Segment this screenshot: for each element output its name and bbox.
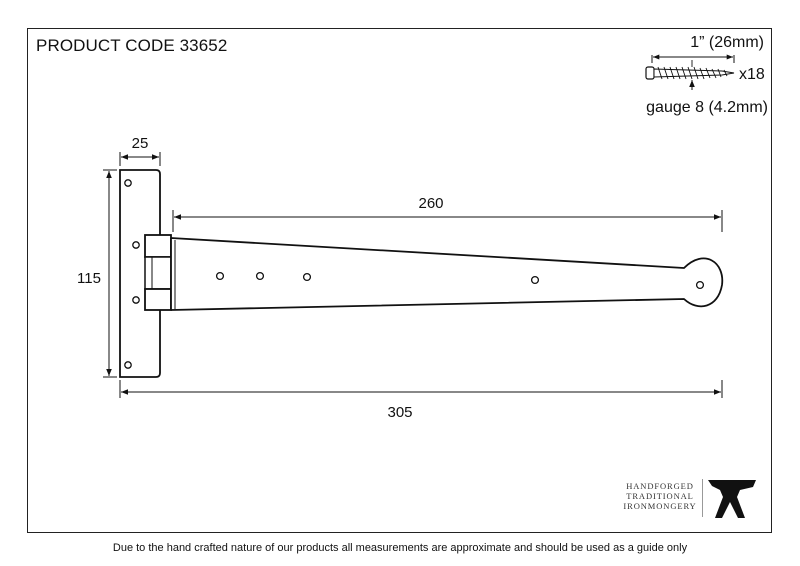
- screw-hole: [215, 271, 225, 281]
- disclaimer-text: Due to the hand crafted nature of our pr…: [112, 542, 688, 554]
- screw-hole: [695, 280, 705, 290]
- drawing-frame: [27, 28, 772, 533]
- dimension-label: 305: [387, 404, 412, 421]
- product-code-label: PRODUCT CODE 33652: [36, 36, 228, 55]
- screw-icon: [645, 60, 735, 90]
- brand-wordmark: HANDFORGED TRADITIONAL IRONMONGERY: [620, 481, 700, 511]
- hinge-plate: [119, 169, 161, 378]
- screw-quantity-label: x18: [739, 66, 765, 83]
- screw-hole: [255, 271, 265, 281]
- screw-gauge-label: gauge 8 (4.2mm): [646, 99, 768, 116]
- brand-line: IRONMONGERY: [623, 501, 697, 511]
- dimension-overall-length: 305: [119, 380, 723, 421]
- dimension-strap-length: 260: [172, 195, 723, 232]
- hinge-knuckles: [144, 234, 172, 311]
- brand-line: TRADITIONAL: [626, 491, 694, 501]
- dimension-label: 260: [418, 195, 443, 212]
- dimension-strap-width: 25: [119, 135, 161, 166]
- screw-spec: 1” (26mm) x18 gauge 8 (4.2mm): [645, 34, 768, 116]
- screw-hole: [132, 296, 140, 304]
- screw-hole: [530, 275, 540, 285]
- screw-hole: [132, 241, 140, 249]
- dimension-label: 115: [77, 270, 101, 287]
- anvil-logo-icon: [708, 480, 756, 518]
- hinge-strap: [170, 237, 724, 311]
- screw-length-label: 1” (26mm): [690, 34, 764, 51]
- screw-hole: [124, 361, 132, 369]
- screw-hole: [124, 179, 132, 187]
- screw-hole: [302, 272, 312, 282]
- brand-line: HANDFORGED: [626, 481, 694, 491]
- dimension-label: 25: [132, 135, 149, 152]
- brand-divider: [702, 479, 703, 517]
- dimension-height: 115: [77, 169, 117, 378]
